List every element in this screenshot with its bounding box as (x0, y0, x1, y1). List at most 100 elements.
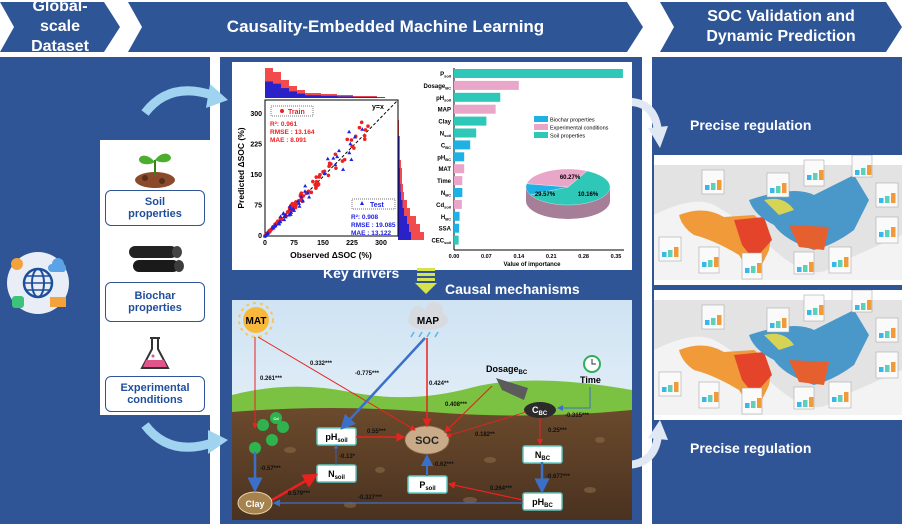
train-point (340, 159, 345, 163)
path-coefficient: -0.62*** (433, 462, 454, 468)
histogram-bar-test (313, 95, 321, 98)
importance-bar (454, 92, 501, 102)
feature-label: HBC (441, 215, 451, 222)
x-tick-label: 300 (375, 240, 387, 247)
path-coefficient: -0.677*** (546, 474, 571, 480)
test-point (335, 154, 340, 159)
histogram-bar-test (361, 96, 369, 98)
histogram-bar-test (398, 208, 404, 216)
test-point (347, 129, 352, 134)
feature-label: Clay (438, 120, 451, 126)
node-cbc-shape (524, 402, 556, 418)
test-point (282, 217, 287, 222)
train-point (314, 185, 318, 189)
y-tick-label: 300 (250, 111, 262, 118)
legend-swatch (534, 132, 548, 138)
causal-diagram: MAT MAP DosageBC Time CBC Cd SOC Clay pH… (232, 300, 632, 520)
causal-path-arrow (557, 387, 591, 411)
test-point (297, 201, 302, 205)
pie-slice-soil (529, 170, 611, 206)
histogram-bar-test (398, 160, 400, 168)
train-point (311, 179, 315, 184)
experimental-conditions-label: Experimental conditions (120, 382, 190, 406)
test-r2: R²: 0.908 (351, 214, 378, 221)
histogram-bar-test (281, 88, 289, 98)
soil-properties-label: Soil properties (128, 196, 182, 220)
node-map: MAP (417, 316, 440, 327)
importance-bar (454, 164, 465, 174)
node-box-nsoil (316, 464, 357, 483)
importance-bar (454, 199, 462, 209)
test-point (302, 189, 307, 193)
header-text: Global-scale Dataset (31, 0, 89, 55)
histogram-bar-test (329, 95, 337, 98)
node-cbc: CBC (532, 405, 548, 417)
test-point (288, 206, 293, 211)
importance-bar (454, 69, 623, 78)
train-point (345, 137, 350, 142)
feature-label: Psoil (440, 72, 451, 79)
importance-bar (454, 104, 496, 114)
train-point (326, 173, 331, 178)
soil-properties-label-box: Soil properties (105, 190, 205, 226)
histogram-bar-test (369, 96, 377, 98)
feature-label: MAT (438, 167, 451, 173)
train-point (309, 190, 314, 195)
feature-label: Nsoil (440, 132, 451, 139)
histogram-bar-test (305, 95, 313, 98)
importance-bar (454, 140, 471, 150)
path-coefficient: -0.57*** (260, 466, 281, 472)
train-rmse: RMSE : 13.164 (270, 129, 315, 136)
causal-mechanisms-label: Causal mechanisms (445, 281, 580, 297)
path-coefficient: -0.315*** (565, 413, 590, 419)
test-point (341, 167, 346, 171)
feature-label: MAP (438, 108, 451, 114)
train-point (318, 173, 322, 177)
y-tick-label: 225 (250, 142, 262, 149)
flask-icon (140, 337, 170, 369)
test-point (333, 162, 338, 167)
node-dosage: DosageBC (486, 364, 528, 376)
test-rmse: RMSE : 19.085 (351, 222, 396, 229)
path-coefficient: 0.424** (429, 381, 449, 387)
x-tick-label: 0 (263, 240, 267, 247)
path-coefficient: 0.182** (475, 432, 495, 438)
train-point (362, 133, 367, 138)
train-point (290, 201, 295, 206)
importance-bar (454, 211, 460, 221)
legend-label: Soil properties (550, 134, 585, 140)
feature-label: Cdsoil (436, 203, 451, 210)
path-coefficient: -0.13* (339, 454, 356, 460)
importance-bar (454, 116, 487, 126)
importance-x-label: Value of importance (503, 262, 561, 268)
histogram-bar-test (398, 176, 400, 184)
test-point (325, 156, 330, 161)
path-coefficient: 0.264*** (490, 486, 513, 492)
causal-path-arrow (257, 336, 416, 431)
key-drivers-label: Key drivers (323, 265, 400, 281)
node-nsoil: Nsoil (328, 469, 345, 481)
pie-label-exp: 29.57% (535, 192, 556, 198)
y-tick-label: 0 (258, 233, 262, 240)
causal-path-arrow (444, 385, 493, 433)
path-coefficient: 0.332*** (310, 361, 333, 367)
test-point (271, 225, 276, 229)
y-axis-label: Predicted ΔSOC (%) (236, 127, 246, 208)
importance-x-tick: 0.21 (546, 254, 557, 260)
train-point (327, 161, 332, 166)
node-clay: Clay (245, 499, 264, 509)
dataset-box: Soil properties Biochar properties Exper… (100, 140, 210, 415)
curved-arrow-icon (141, 84, 228, 116)
test-point (300, 198, 305, 203)
seedling-soil-icon (135, 153, 175, 188)
x-tick-label: 225 (346, 240, 358, 247)
header-soc-prediction: SOC Validation and Dynamic Prediction (660, 2, 902, 52)
importance-bar (454, 223, 460, 233)
test-point (349, 157, 354, 161)
importance-bar (454, 128, 477, 138)
train-point (268, 228, 272, 233)
pie-label-bc: 10.16% (578, 192, 599, 198)
train-point (350, 144, 354, 149)
